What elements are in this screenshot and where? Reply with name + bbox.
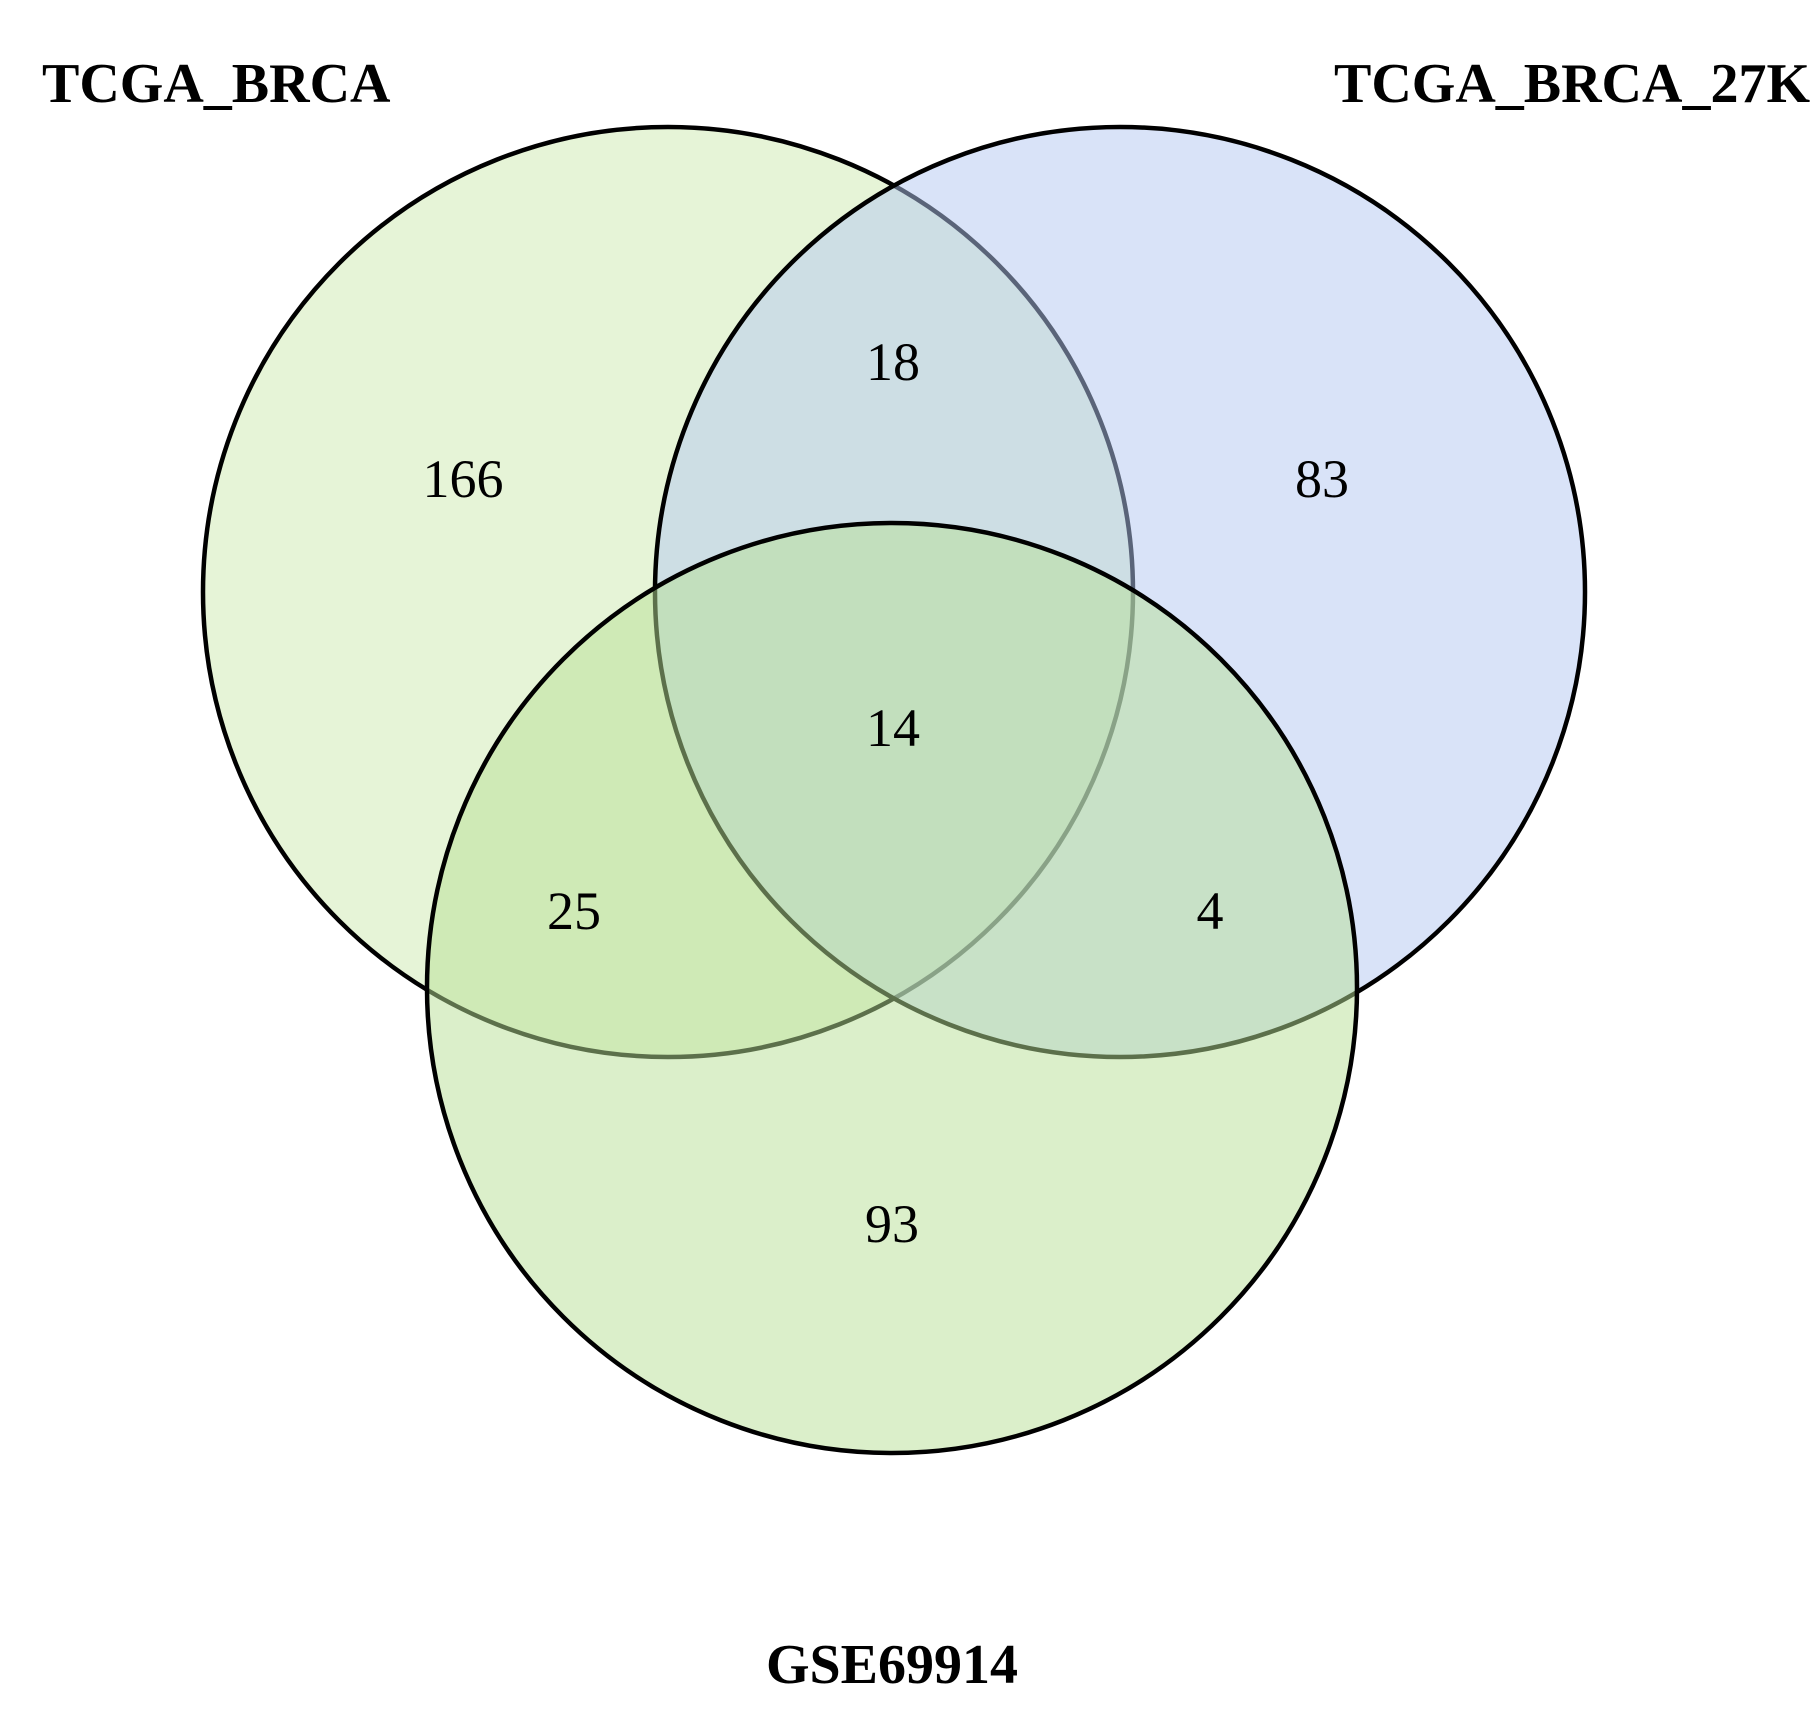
count-tcga-brca-and-27k: 18 — [866, 332, 920, 392]
count-only-gse69914: 93 — [865, 1194, 919, 1254]
set-label-gse69914: GSE69914 — [766, 1634, 1018, 1696]
count-tcga-brca-and-gse69914: 25 — [547, 881, 601, 941]
count-all-three: 14 — [866, 698, 920, 758]
set-circle-gse69914 — [424, 520, 1360, 1456]
set-label-tcga-brca: TCGA_BRCA — [42, 53, 391, 115]
count-only-tcga-brca: 166 — [423, 449, 504, 509]
set-label-tcga-brca-27k: TCGA_BRCA_27K — [1334, 53, 1810, 115]
count-only-tcga-brca-27k: 83 — [1295, 449, 1349, 509]
count-27k-and-gse69914: 4 — [1197, 881, 1224, 941]
